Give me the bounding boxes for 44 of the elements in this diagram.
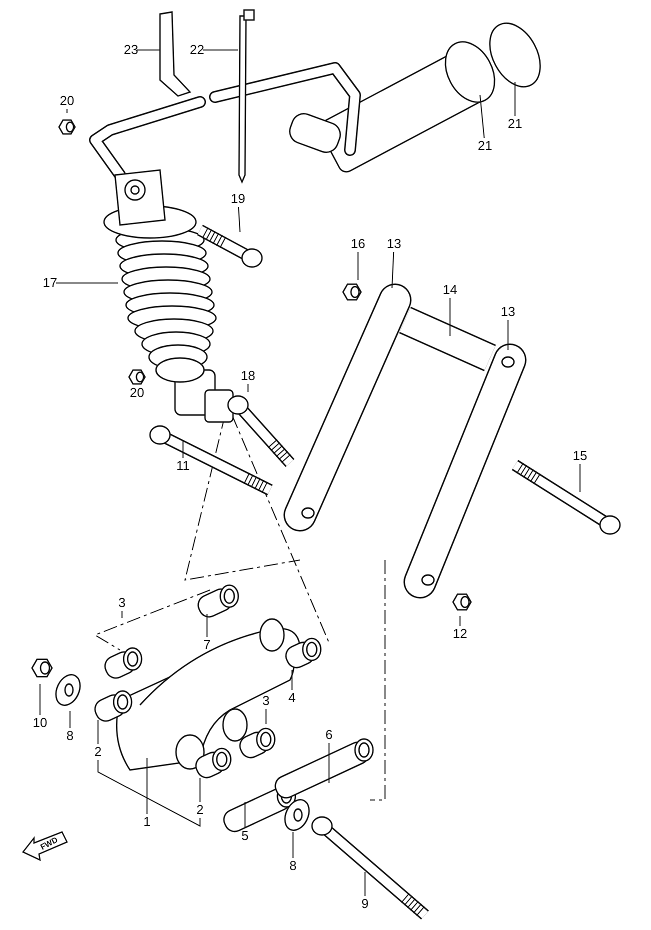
bracket-line [98,760,200,827]
callout-number: 8 [282,858,304,874]
leader-line [514,82,516,116]
callout-number: 19 [227,191,249,207]
callout-number: 9 [354,896,376,912]
callout-number: 20 [128,385,146,401]
callout-number: 13 [383,236,405,252]
callout-number: 2 [189,802,211,818]
leader-line [480,94,485,138]
callout-number: 15 [569,448,591,464]
callout-number: 1 [136,814,158,830]
callout-number: 21 [474,138,496,154]
callout-number: 20 [56,93,78,109]
callout-number: 21 [504,116,526,132]
direction-label: FWD [38,835,60,852]
leader-line [292,832,294,858]
callout-number: 3 [111,595,133,611]
callout-number: 14 [439,282,461,298]
callout-number: 4 [281,690,303,706]
callout-number: 23 [120,42,142,58]
callout-number: 5 [234,828,256,844]
callout-number: 12 [449,626,471,642]
callout-number: 2 [87,744,109,760]
leader-line [328,742,330,784]
callout-number: 13 [497,304,519,320]
callout-number: 18 [237,368,259,384]
callout-number: 11 [172,458,194,474]
leader-line [238,206,240,232]
leader-line [206,614,208,638]
leader-line [146,758,148,814]
callout-number: 17 [39,275,61,291]
callout-number: 7 [196,637,218,653]
callout-number: 8 [59,728,81,744]
leader-line [244,802,246,828]
leader-line [392,252,394,288]
callout-number: 3 [255,693,277,709]
leader-line [66,108,68,114]
callout-number: 16 [347,236,369,252]
callout-number: 22 [186,42,208,58]
leader-line [364,872,366,896]
callout-number: 10 [29,715,51,731]
callout-number: 6 [318,727,340,743]
leader-line [182,440,184,458]
leader-line [56,282,118,284]
